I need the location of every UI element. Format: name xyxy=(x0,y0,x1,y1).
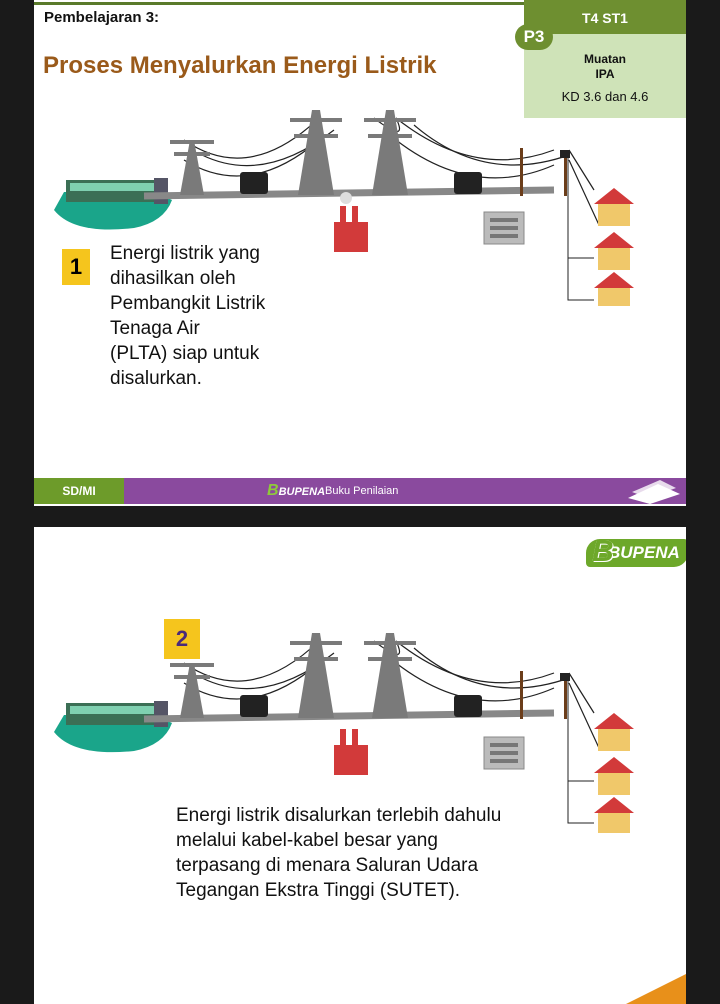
step-description: Energi listrik yang dihasilkan oleh Pemb… xyxy=(110,243,266,389)
step-number: 2 xyxy=(164,619,200,659)
house-icon xyxy=(594,188,634,306)
tag-muatan-label: Muatan xyxy=(584,52,626,66)
tag-header: T4 ST1 xyxy=(524,0,686,34)
pylon-icon xyxy=(170,633,416,718)
utility-pole-icon xyxy=(520,671,594,824)
stacked-books-icon xyxy=(628,480,680,504)
hydropower-plant-icon xyxy=(54,178,172,230)
footer-logo: BBUPENA xyxy=(267,482,326,499)
tag-subject: IPA xyxy=(595,67,615,81)
hydropower-plant-icon xyxy=(54,701,172,753)
factory-icon xyxy=(334,192,368,252)
power-grid-illustration xyxy=(54,110,634,306)
tag-kd: KD 3.6 dan 4.6 xyxy=(561,89,649,104)
transformer-icon xyxy=(240,695,482,717)
header-rule xyxy=(34,2,686,5)
office-building-icon xyxy=(483,736,525,770)
footer-bar: SD/MI BBUPENA Buku Penilaian xyxy=(34,478,686,504)
tag-muatan: Muatan IPA xyxy=(524,52,686,82)
transformer-icon xyxy=(240,172,482,194)
office-building-icon xyxy=(483,211,525,245)
house-icon xyxy=(594,713,634,833)
tag-code: T4 ST1 xyxy=(582,10,628,26)
p3-badge: P3 xyxy=(515,24,553,50)
step-description: Energi listrik disalurkan terlebih dahul… xyxy=(176,805,502,901)
step-number: 1 xyxy=(62,249,90,285)
page-title: Proses Menyalurkan Energi Listrik xyxy=(43,52,437,79)
curriculum-tag: T4 ST1 Muatan IPA KD 3.6 dan 4.6 xyxy=(524,0,686,118)
pylon-icon xyxy=(170,110,416,195)
lesson-title: Pembelajaran 3: xyxy=(44,9,160,26)
power-grid-illustration xyxy=(54,633,634,833)
footer-level: SD/MI xyxy=(34,478,124,504)
slide-1: Pembelajaran 3: Proses Menyalurkan Energ… xyxy=(34,0,686,506)
footer-book-label: Buku Penilaian xyxy=(325,485,399,497)
factory-icon xyxy=(334,729,368,775)
utility-pole-icon xyxy=(520,148,594,301)
ground-line xyxy=(143,709,555,723)
corner-decoration xyxy=(626,974,686,1004)
